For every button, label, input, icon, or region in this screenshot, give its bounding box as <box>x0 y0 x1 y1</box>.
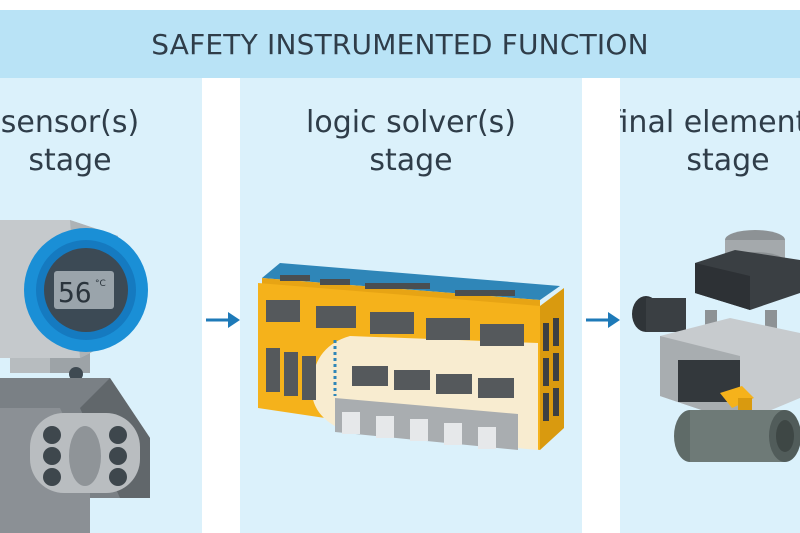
valve-actuator-illustration <box>632 230 800 462</box>
logic-solver-stage-label-line1: logic solver(s) <box>306 105 516 140</box>
title-banner: SAFETY INSTRUMENTED FUNCTION <box>0 10 800 78</box>
sensor-stage-label: sensor(s) stage <box>0 104 200 180</box>
sensor-stage-label-line2: stage <box>28 143 112 178</box>
final-element-stage-panel: final element(s) stage <box>620 78 800 533</box>
sensor-display-unit: °C <box>95 279 106 289</box>
logic-solver-stage-label-line2: stage <box>369 143 453 178</box>
arrow-sensor-to-logic <box>206 312 240 328</box>
logic-solver-illustration <box>258 263 564 450</box>
sensor-display-value: 56 <box>58 276 92 309</box>
logic-solver-stage-label: logic solver(s) stage <box>240 104 582 180</box>
final-element-stage-label: final element(s) stage <box>620 104 800 180</box>
final-element-stage-label-line2: stage <box>686 143 770 178</box>
sensor-stage-label-line1: sensor(s) <box>0 105 140 140</box>
arrow-logic-to-final-element <box>586 312 620 328</box>
pressure-transmitter-illustration: 56 °C <box>0 220 150 533</box>
final-element-stage-label-line1: final element(s) <box>620 105 800 140</box>
diagram-title: SAFETY INSTRUMENTED FUNCTION <box>151 27 649 61</box>
sensor-stage-panel: sensor(s) stage 56 °C <box>0 78 202 533</box>
logic-solver-stage-panel: logic solver(s) stage <box>240 78 582 533</box>
